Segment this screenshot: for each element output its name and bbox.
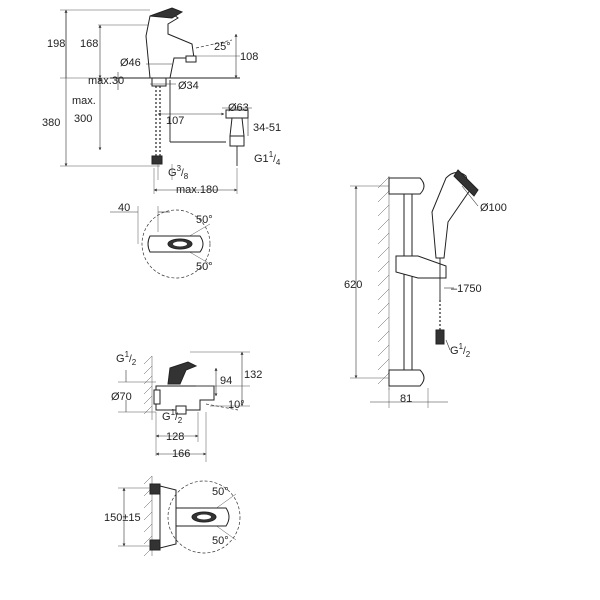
wall-hatch-shower	[377, 176, 390, 390]
label-g-half-mid: G1/2	[162, 408, 183, 425]
label-max-180: max.180	[176, 184, 218, 196]
label-50-top: 50°	[196, 214, 213, 226]
label-300: 300	[74, 113, 92, 125]
label-g-half-shower: G1/2	[450, 342, 471, 359]
label-max: max.	[72, 95, 96, 107]
label-10-deg: 10°	[228, 399, 245, 411]
label-132: 132	[244, 369, 262, 381]
label-g1-quarter: G11/4	[254, 150, 281, 167]
label-dia-46: Ø46	[120, 57, 141, 69]
label-166: 166	[172, 448, 190, 460]
label-150-15: 150±15	[104, 512, 141, 524]
label-dia-63: Ø63	[228, 102, 249, 114]
label-94: 94	[220, 375, 232, 387]
label-50-bottom-bath: 50°	[212, 535, 229, 547]
label-34-51: 34-51	[253, 122, 281, 134]
label-g-half-top: G1/2	[116, 350, 137, 367]
label-107: 107	[166, 115, 184, 127]
label-dia-100: Ø100	[480, 202, 507, 214]
label-dia-70: Ø70	[111, 391, 132, 403]
label-50-top-bath: 50°	[212, 486, 229, 498]
label-128: 128	[166, 431, 184, 443]
shower-rail	[403, 193, 413, 371]
bath-mixer-top-view: 150±15 50° 50°	[104, 475, 241, 557]
basin-tap-body	[145, 11, 195, 79]
bath-mixer-side-view: G1/2 94 132 Ø70 G1/2 10° 128 166	[111, 350, 262, 462]
rail-bracket-bottom	[388, 369, 425, 387]
bath-tap-lever	[167, 361, 198, 385]
basin-mixer-top-view: 40 50° 50°	[110, 202, 213, 279]
hose-nut	[435, 329, 445, 345]
label-1750: –1750	[451, 283, 482, 295]
hose-connector	[151, 155, 163, 165]
label-g-3-8: G3/8	[168, 164, 189, 181]
label-81: 81	[400, 393, 412, 405]
label-620: 620	[344, 279, 362, 291]
wall-connection-top	[149, 483, 161, 495]
label-25-deg: 25°	[214, 41, 231, 53]
label-168: 168	[80, 38, 98, 50]
shower-rail-set: Ø100 620 –1750 G1/2 81	[344, 169, 507, 408]
label-50-bottom: 50°	[196, 261, 213, 273]
basin-mixer-side-view: 198 168 25° 108 Ø46 max.30 Ø34 max. 380 …	[42, 7, 281, 196]
label-40: 40	[118, 202, 130, 214]
label-380: 380	[42, 117, 60, 129]
label-198: 198	[47, 38, 65, 50]
wall-hatch	[143, 355, 153, 420]
label-max-30: max.30	[88, 75, 124, 87]
label-108: 108	[240, 51, 258, 63]
wall-connection-bottom	[149, 539, 161, 551]
label-dia-34: Ø34	[178, 80, 199, 92]
basin-tap-lever	[149, 7, 184, 19]
rail-slider	[395, 255, 447, 279]
rail-bracket-top	[388, 177, 425, 195]
